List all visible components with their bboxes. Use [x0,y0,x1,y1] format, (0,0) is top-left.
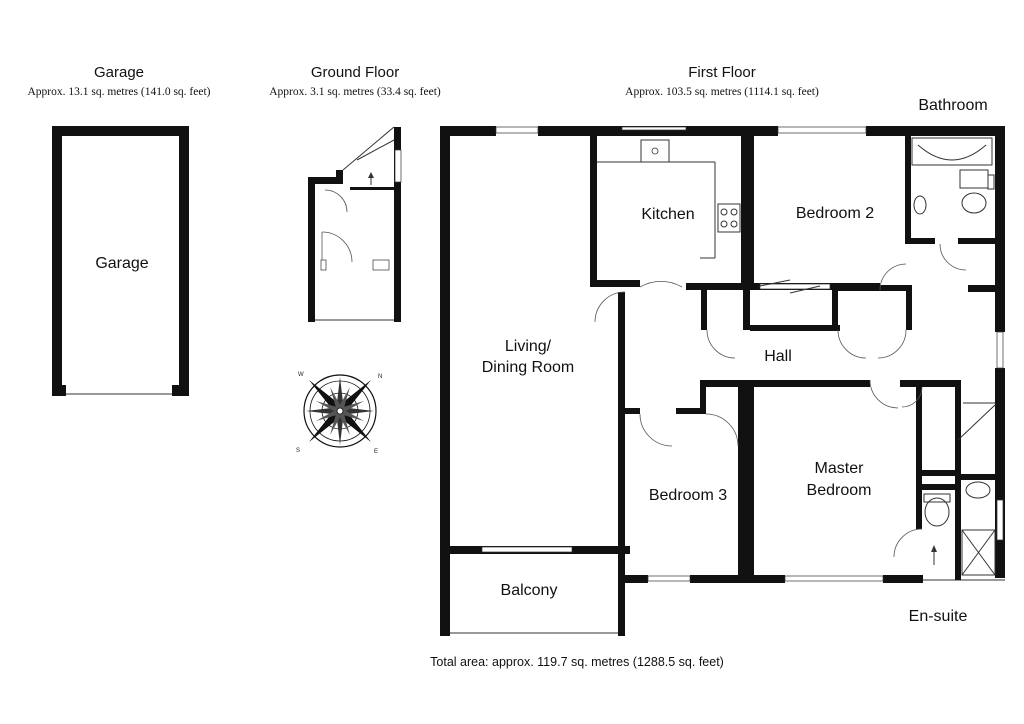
garage-section-title: Garage [94,64,144,81]
garage-section-area: Approx. 13.1 sq. metres (141.0 sq. feet) [27,86,210,98]
garage-room-label: Garage [95,255,148,272]
compass-e: E [374,449,378,455]
bathroom-label: Bathroom [918,97,987,114]
bedroom-2-label: Bedroom 2 [796,205,874,222]
ground-floor-area: Approx. 3.1 sq. metres (33.4 sq. feet) [269,86,441,98]
living-label-line2: Dining Room [482,359,574,376]
balcony-label: Balcony [501,582,558,599]
first-floor-area: Approx. 103.5 sq. metres (1114.1 sq. fee… [625,86,819,98]
compass-s: S [296,448,300,454]
kitchen-label: Kitchen [641,206,694,223]
en-suite-label: En-suite [909,608,968,625]
ground-floor-title: Ground Floor [311,64,399,81]
hall-label: Hall [764,348,792,365]
garage-plan [52,126,189,396]
bedroom-3-label: Bedroom 3 [649,487,727,504]
compass-n: N [378,374,382,380]
master-label-line2: Bedroom [807,482,872,499]
first-floor-title: First Floor [688,64,756,81]
living-label-line1: Living/ [505,338,552,355]
total-area: Total area: approx. 119.7 sq. metres (12… [430,655,724,669]
first-floor-plan [440,126,1005,636]
ground-floor-plan [308,126,402,322]
master-label-line1: Master [815,460,865,477]
compass-w: W [298,372,304,378]
compass-rose-icon: N E S W [296,372,382,455]
